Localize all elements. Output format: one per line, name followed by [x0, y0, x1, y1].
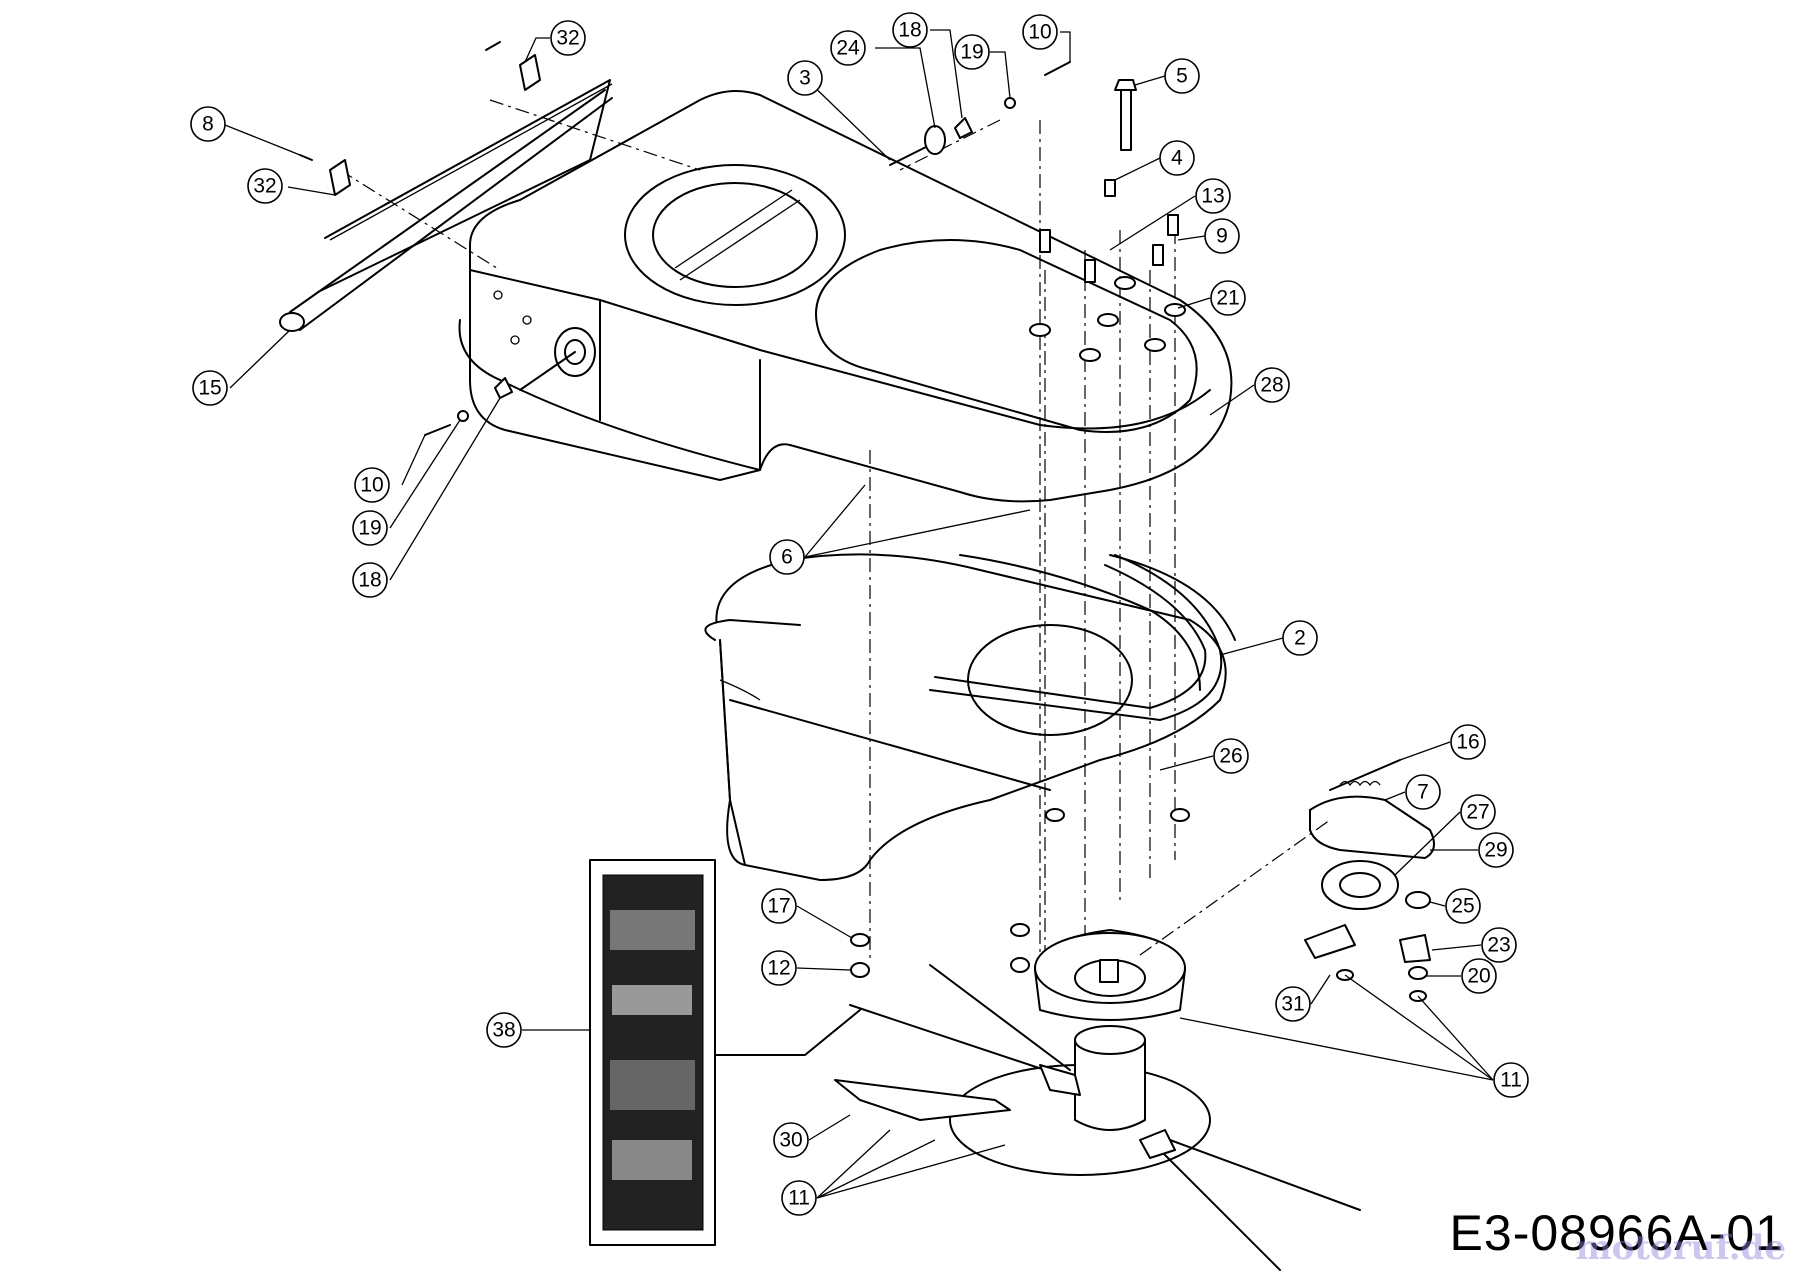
svg-text:11: 11 [1500, 1069, 1522, 1092]
callout-25: 25 [1445, 888, 1481, 924]
svg-text:20: 20 [1467, 965, 1490, 988]
callout-32a: 32 [550, 20, 586, 56]
svg-text:5: 5 [1176, 65, 1188, 88]
callout-9: 9 [1204, 218, 1240, 254]
svg-text:31: 31 [1281, 993, 1304, 1016]
tensioner-assembly [1139, 759, 1435, 1002]
callout-18b: 18 [892, 12, 928, 48]
callout-10b: 10 [1022, 14, 1058, 50]
drive-assembly [834, 929, 1361, 1271]
svg-text:32: 32 [253, 175, 276, 198]
callout-29: 29 [1478, 832, 1514, 868]
svg-text:19: 19 [358, 517, 381, 540]
svg-text:19: 19 [960, 41, 983, 64]
callout-7: 7 [1405, 774, 1441, 810]
svg-text:38: 38 [492, 1019, 515, 1042]
callout-31: 31 [1275, 986, 1311, 1022]
callout-24: 24 [830, 30, 866, 66]
svg-text:9: 9 [1216, 225, 1228, 248]
svg-text:13: 13 [1201, 185, 1224, 208]
svg-text:30: 30 [779, 1129, 802, 1152]
callout-10a: 10 [354, 467, 390, 503]
callout-2: 2 [1282, 620, 1318, 656]
svg-text:26: 26 [1219, 745, 1242, 768]
callout-15: 15 [192, 370, 228, 406]
svg-text:6: 6 [781, 546, 793, 569]
callout-4: 4 [1159, 140, 1195, 176]
svg-text:21: 21 [1216, 287, 1239, 310]
part-2-belt [929, 554, 1223, 721]
svg-text:11: 11 [788, 1187, 810, 1210]
svg-text:18: 18 [358, 569, 381, 592]
callout-26: 26 [1213, 738, 1249, 774]
callout-13: 13 [1195, 178, 1231, 214]
svg-text:8: 8 [202, 113, 214, 136]
callout-38: 38 [486, 1012, 522, 1048]
svg-text:10: 10 [360, 474, 383, 497]
callout-3: 3 [787, 60, 823, 96]
part-26-lower-chute [704, 553, 1236, 881]
svg-text:32: 32 [556, 27, 579, 50]
part-28-upper-cover [458, 90, 1233, 503]
svg-text:29: 29 [1484, 839, 1507, 862]
small-fasteners [299, 41, 1190, 978]
drawing-code: E3-08966A-01 [1449, 1205, 1784, 1261]
callout-27: 27 [1460, 794, 1496, 830]
callout-12: 12 [761, 950, 797, 986]
callout-6: 6 [769, 539, 805, 575]
svg-text:25: 25 [1451, 895, 1474, 918]
callout-16: 16 [1450, 724, 1486, 760]
svg-text:4: 4 [1171, 147, 1183, 170]
callout-28: 28 [1254, 367, 1290, 403]
callout-18a: 18 [352, 562, 388, 598]
callout-19b: 19 [954, 34, 990, 70]
svg-text:28: 28 [1260, 374, 1283, 397]
svg-text:24: 24 [836, 37, 860, 60]
leader-lines [224, 29, 1494, 1199]
callout-17: 17 [761, 888, 797, 924]
svg-text:18: 18 [898, 19, 921, 42]
callout-23: 23 [1481, 927, 1517, 963]
callout-21: 21 [1210, 280, 1246, 316]
callout-8: 8 [190, 106, 226, 142]
callout-11a: 11 [1493, 1062, 1529, 1098]
svg-text:7: 7 [1417, 781, 1429, 804]
svg-text:16: 16 [1456, 731, 1479, 754]
fastener-axis-lines [339, 99, 1176, 960]
callout-19a: 19 [352, 510, 388, 546]
svg-text:23: 23 [1487, 934, 1510, 957]
svg-text:17: 17 [767, 895, 790, 918]
svg-text:2: 2 [1294, 627, 1306, 650]
callout-11b: 11 [781, 1180, 817, 1216]
callout-30: 30 [773, 1122, 809, 1158]
svg-text:3: 3 [799, 67, 811, 90]
callout-20: 20 [1461, 958, 1497, 994]
svg-text:10: 10 [1028, 21, 1051, 44]
svg-text:27: 27 [1466, 801, 1489, 824]
watermark-logo: motoruf.de [1575, 1228, 1786, 1268]
callout-32b: 32 [247, 168, 283, 204]
svg-text:12: 12 [767, 957, 790, 980]
svg-text:15: 15 [198, 377, 221, 400]
callout-5: 5 [1164, 58, 1200, 94]
part-15-rod-plate [279, 79, 613, 332]
part-38-manual [589, 859, 861, 1246]
